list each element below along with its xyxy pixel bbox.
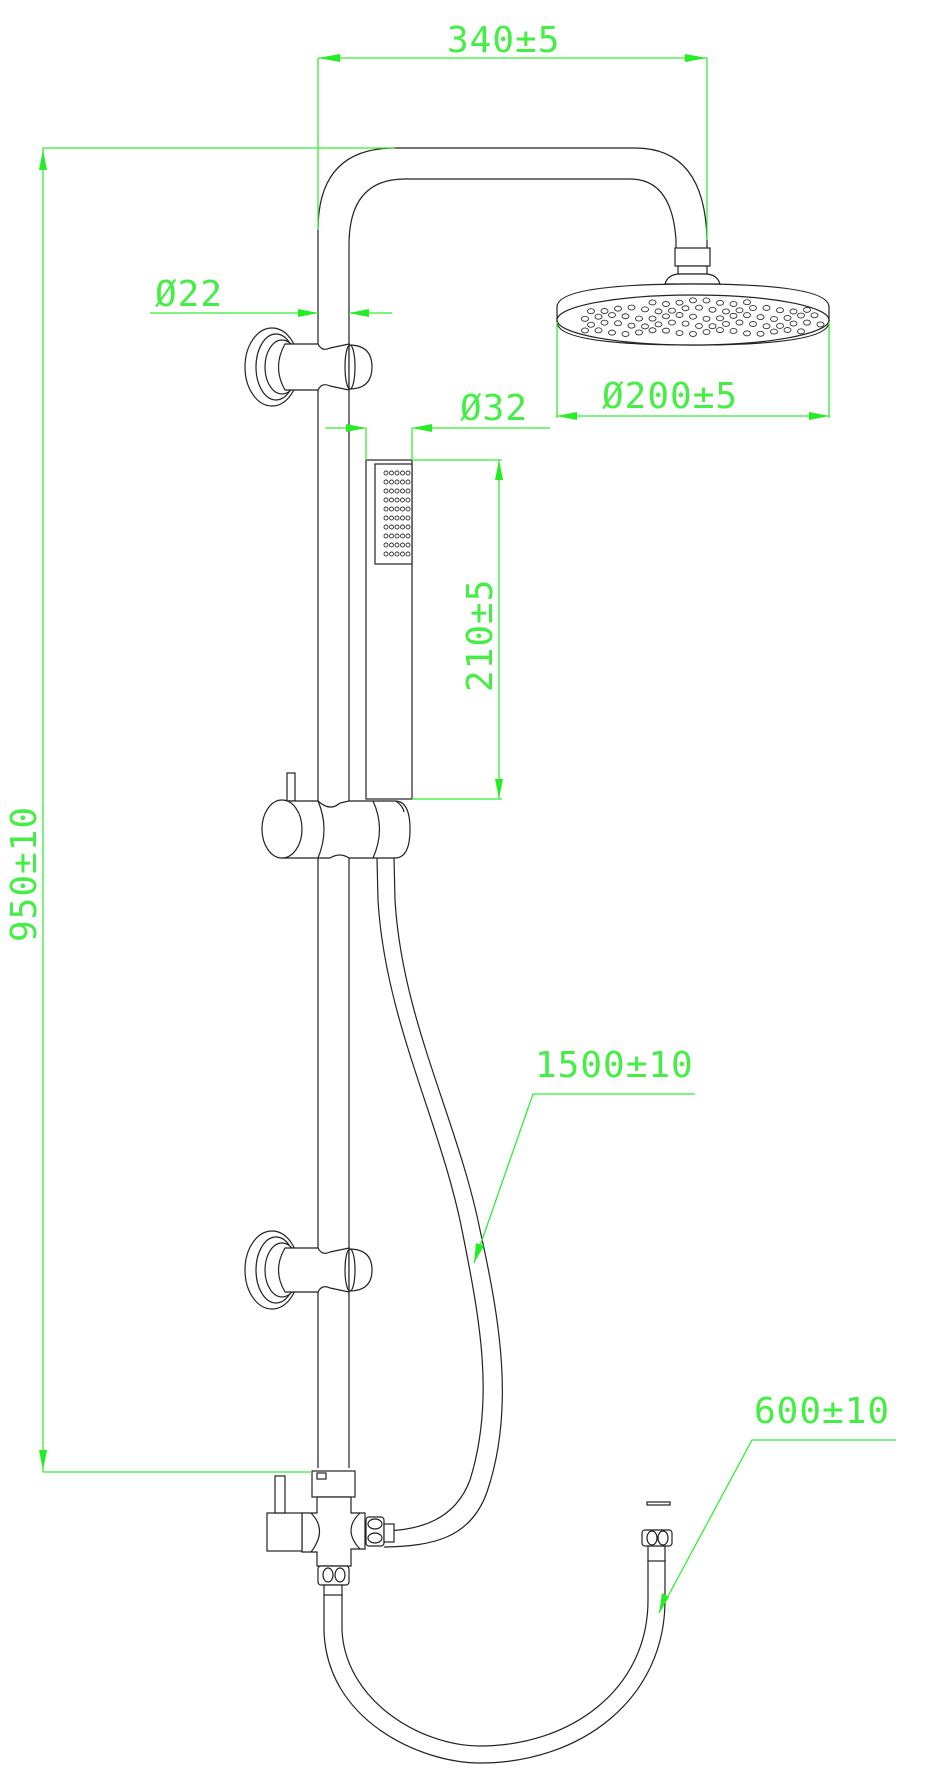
dim-label-handshower-length: 210±5 <box>460 579 501 692</box>
dim-label-rail-diameter: Ø22 <box>155 274 223 315</box>
dim-label-inlet-hose-length: 600±10 <box>754 1391 890 1432</box>
dim-label-arm-width: 340±5 <box>447 20 560 61</box>
dim-handshower-length: 210±5 <box>412 459 503 800</box>
nozzle-pattern <box>581 297 825 337</box>
overhead-shower-arm <box>317 147 708 1468</box>
dim-arm-width: 340±5 <box>317 20 708 240</box>
dim-label-total-height: 950±10 <box>4 806 45 942</box>
hand-shower-hose <box>376 857 503 1548</box>
slider-holder <box>261 772 411 859</box>
dim-inlet-hose-length: 600±10 <box>658 1391 896 1614</box>
hand-shower <box>365 459 413 800</box>
dim-label-head-diameter: Ø200±5 <box>602 376 738 417</box>
dim-handshower-diameter: Ø32 <box>325 388 550 460</box>
dim-label-hose-length: 1500±10 <box>535 1045 694 1086</box>
upper-wall-bracket <box>244 327 373 407</box>
dim-rail-diameter: Ø22 <box>150 274 392 317</box>
dim-label-handshower-diameter: Ø32 <box>460 388 528 429</box>
diverter-valve <box>266 1470 395 1596</box>
hand-nozzle-grid <box>383 470 411 557</box>
rain-shower-head <box>556 247 830 346</box>
lower-wall-bracket <box>244 1230 373 1310</box>
dim-head-diameter: Ø200±5 <box>556 322 830 420</box>
inlet-hose <box>323 1501 673 1764</box>
dim-total-height: 950±10 <box>4 147 395 1473</box>
dim-hose-length: 1500±10 <box>473 1045 695 1264</box>
